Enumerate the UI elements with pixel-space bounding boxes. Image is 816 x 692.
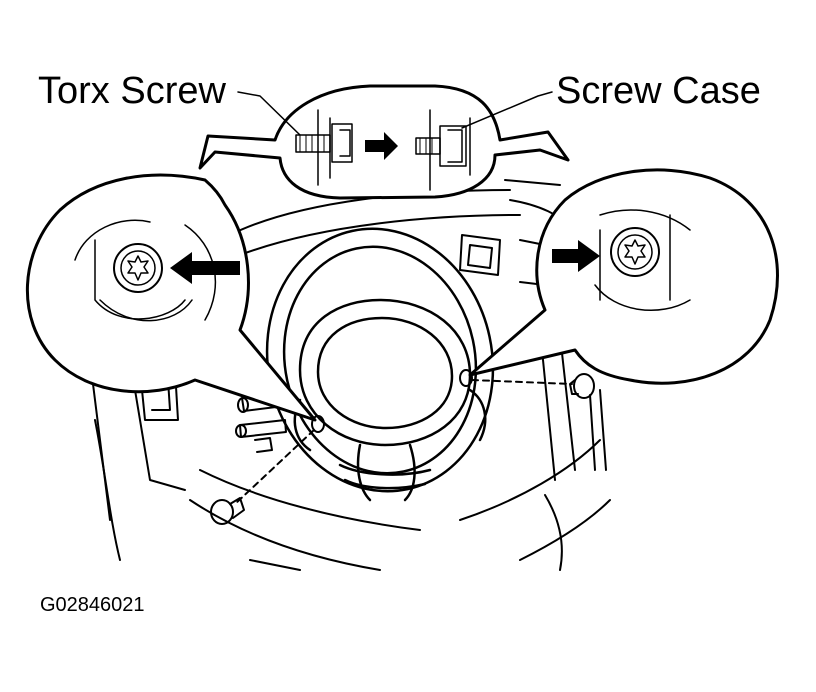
- right-screw-leader: [471, 379, 573, 385]
- left-access-hole: [311, 415, 325, 433]
- steering-column-stalks: [235, 391, 293, 453]
- figure-id: G02846021: [40, 594, 145, 616]
- top-detail-callout: [198, 84, 570, 200]
- dashboard-outline: [89, 179, 611, 571]
- screw-case-leader: [461, 91, 553, 129]
- arrow-left-icon: [170, 252, 240, 284]
- arrow-right-icon: [552, 240, 600, 272]
- screw-case-label: Screw Case: [556, 70, 761, 112]
- loose-torx-screw-right: [569, 373, 595, 399]
- steering-wheel: [265, 227, 495, 502]
- torx-screw-label: Torx Screw: [38, 70, 226, 112]
- torx-head-icon: [610, 227, 660, 277]
- right-access-hole: [459, 369, 473, 387]
- torx-screw-leader: [237, 91, 301, 136]
- loose-torx-screw-left: [210, 497, 245, 525]
- torx-head-icon: [113, 243, 163, 293]
- left-screw-leader: [233, 429, 315, 506]
- left-callout-bubble: [26, 173, 317, 422]
- right-callout-bubble: [468, 168, 779, 385]
